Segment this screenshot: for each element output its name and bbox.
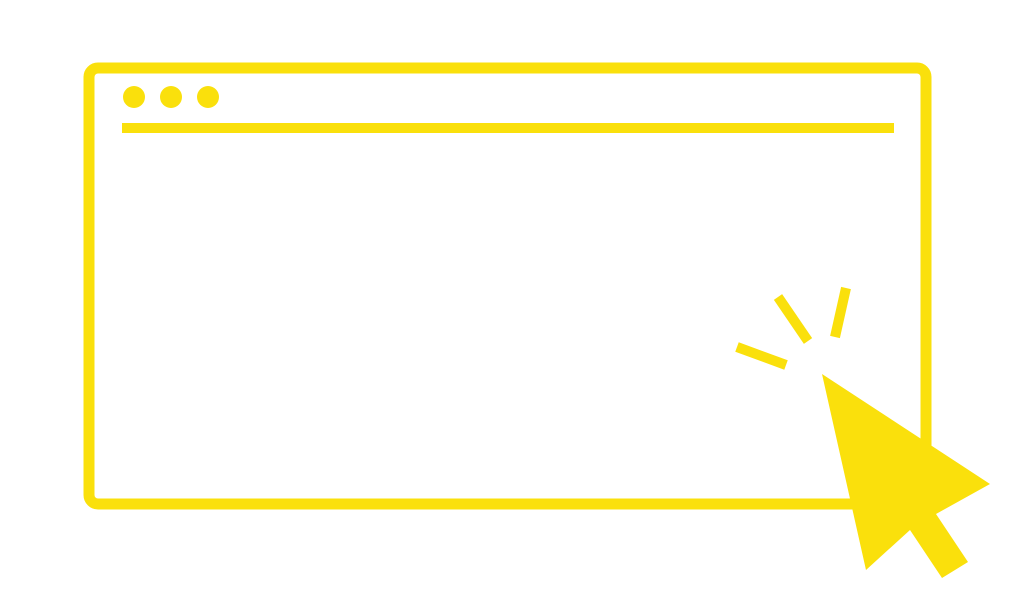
window-control-dot-icon <box>197 86 219 108</box>
burst-line <box>773 294 813 344</box>
burst-line <box>735 342 788 370</box>
address-bar-line-icon <box>122 123 894 133</box>
browser-window-icon <box>83 62 932 510</box>
burst-line <box>830 286 851 339</box>
window-control-dot-icon <box>160 86 182 108</box>
window-control-dot-icon <box>123 86 145 108</box>
window-controls <box>123 86 219 108</box>
mouse-cursor-icon <box>822 374 990 578</box>
click-burst-icon <box>735 286 851 370</box>
